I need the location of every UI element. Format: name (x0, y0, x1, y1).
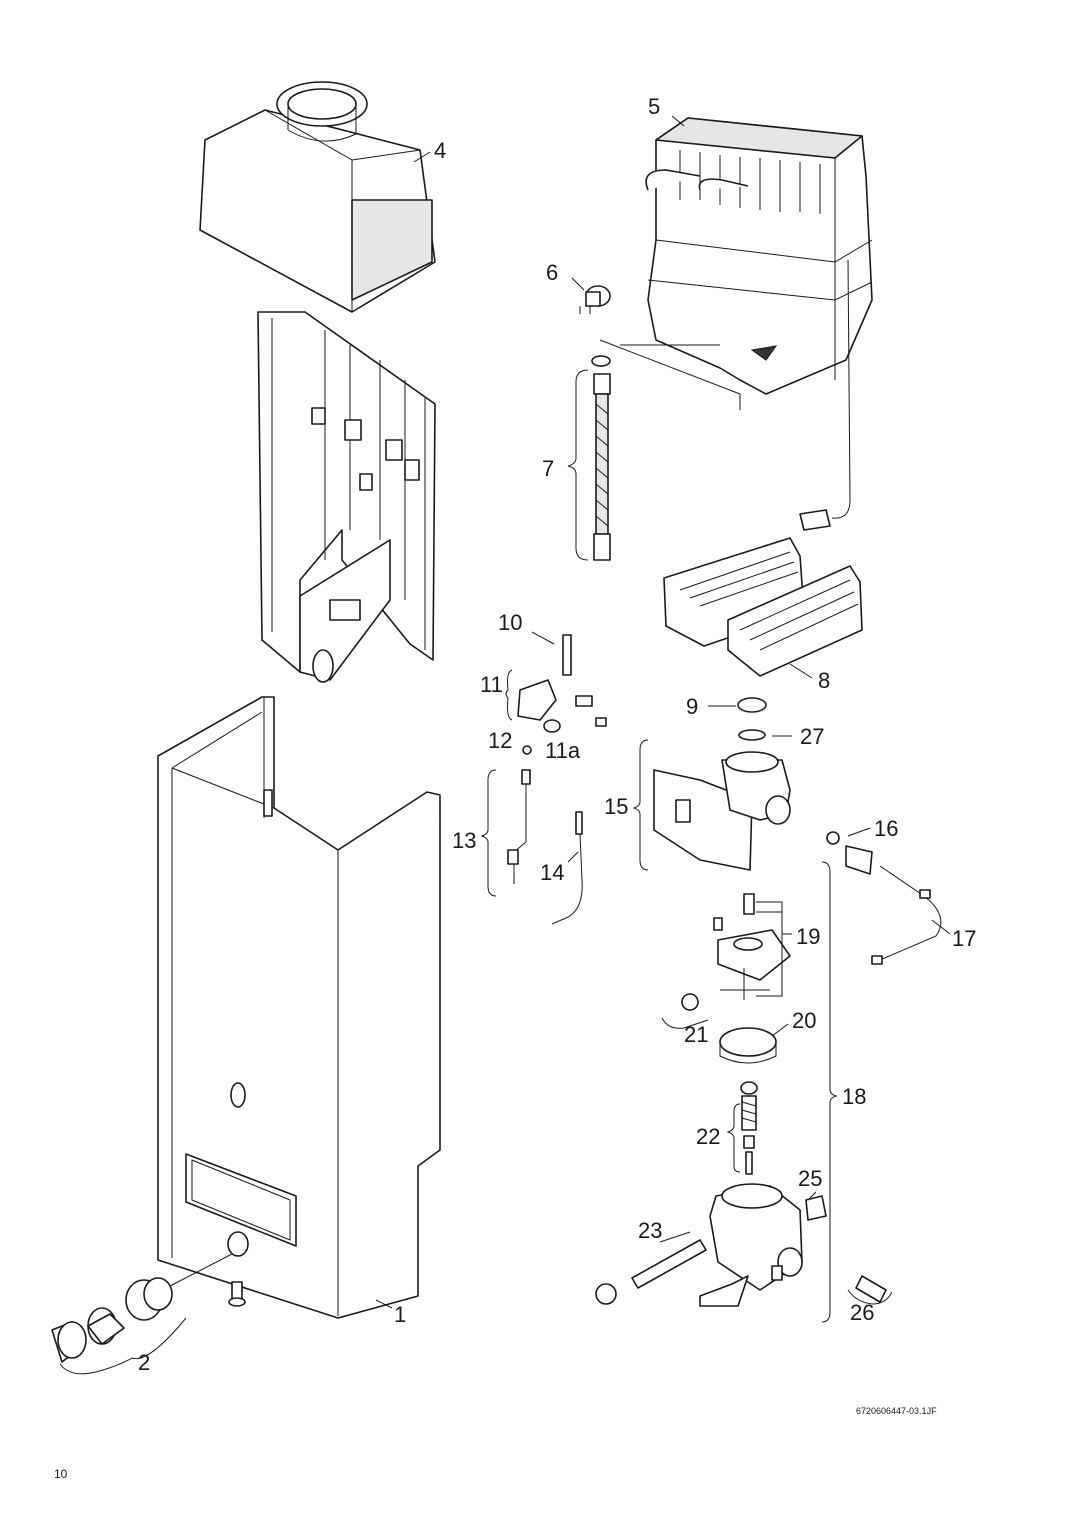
part-knob-assembly (51, 1253, 246, 1363)
label-part-4: 4 (434, 138, 446, 163)
part-pilot-assembly (517, 634, 607, 755)
label-part-1: 1 (394, 1302, 406, 1327)
label-part-12: 12 (488, 728, 512, 753)
label-part-19: 19 (796, 924, 820, 949)
part-gas-valve (653, 751, 791, 871)
label-part-8: 8 (818, 668, 830, 693)
assembly-braces (59, 369, 893, 1375)
label-part-11a: 11a (545, 738, 581, 763)
label-part-6: 6 (546, 260, 558, 285)
page-number: 10 (54, 1467, 68, 1481)
part-back-panel (257, 311, 436, 683)
label-part-13: 13 (452, 828, 476, 853)
part-water-section (595, 1081, 887, 1307)
part-front-casing (157, 696, 441, 1319)
label-part-7: 7 (542, 456, 554, 481)
part-sensor (579, 285, 611, 314)
label-part-27: 27 (800, 724, 824, 749)
label-part-9: 9 (686, 694, 698, 719)
part-regulator (681, 893, 791, 1064)
label-part-17: 17 (952, 926, 976, 951)
part-burner (663, 537, 863, 677)
label-part-15: 15 (604, 794, 628, 819)
label-part-18: 18 (842, 1084, 866, 1109)
part-washer (738, 729, 766, 741)
label-part-10: 10 (498, 610, 522, 635)
label-part-22: 22 (696, 1124, 720, 1149)
label-part-2: 2 (138, 1350, 150, 1375)
part-sensor-cable (826, 831, 942, 965)
label-part-23: 23 (638, 1218, 662, 1243)
label-part-25: 25 (798, 1166, 822, 1191)
part-seal-ring (737, 697, 767, 713)
label-part-21: 21 (684, 1022, 708, 1047)
part-labels: 4 5 6 7 10 8 11 9 27 12 11a 15 16 13 14 … (54, 94, 976, 1481)
figure-reference-code: 6720606447-03.1JF (856, 1406, 937, 1416)
leader-lines (375, 115, 951, 1309)
part-flue-hood (199, 81, 436, 313)
label-part-5: 5 (648, 94, 660, 119)
label-part-16: 16 (874, 816, 898, 841)
part-flexible-hose (591, 339, 741, 561)
label-part-26: 26 (850, 1300, 874, 1325)
part-heat-exchanger (645, 117, 873, 531)
label-part-20: 20 (792, 1008, 816, 1033)
part-pilot-tube (507, 769, 583, 925)
label-part-14: 14 (540, 860, 564, 885)
label-part-11: 11 (480, 672, 503, 697)
